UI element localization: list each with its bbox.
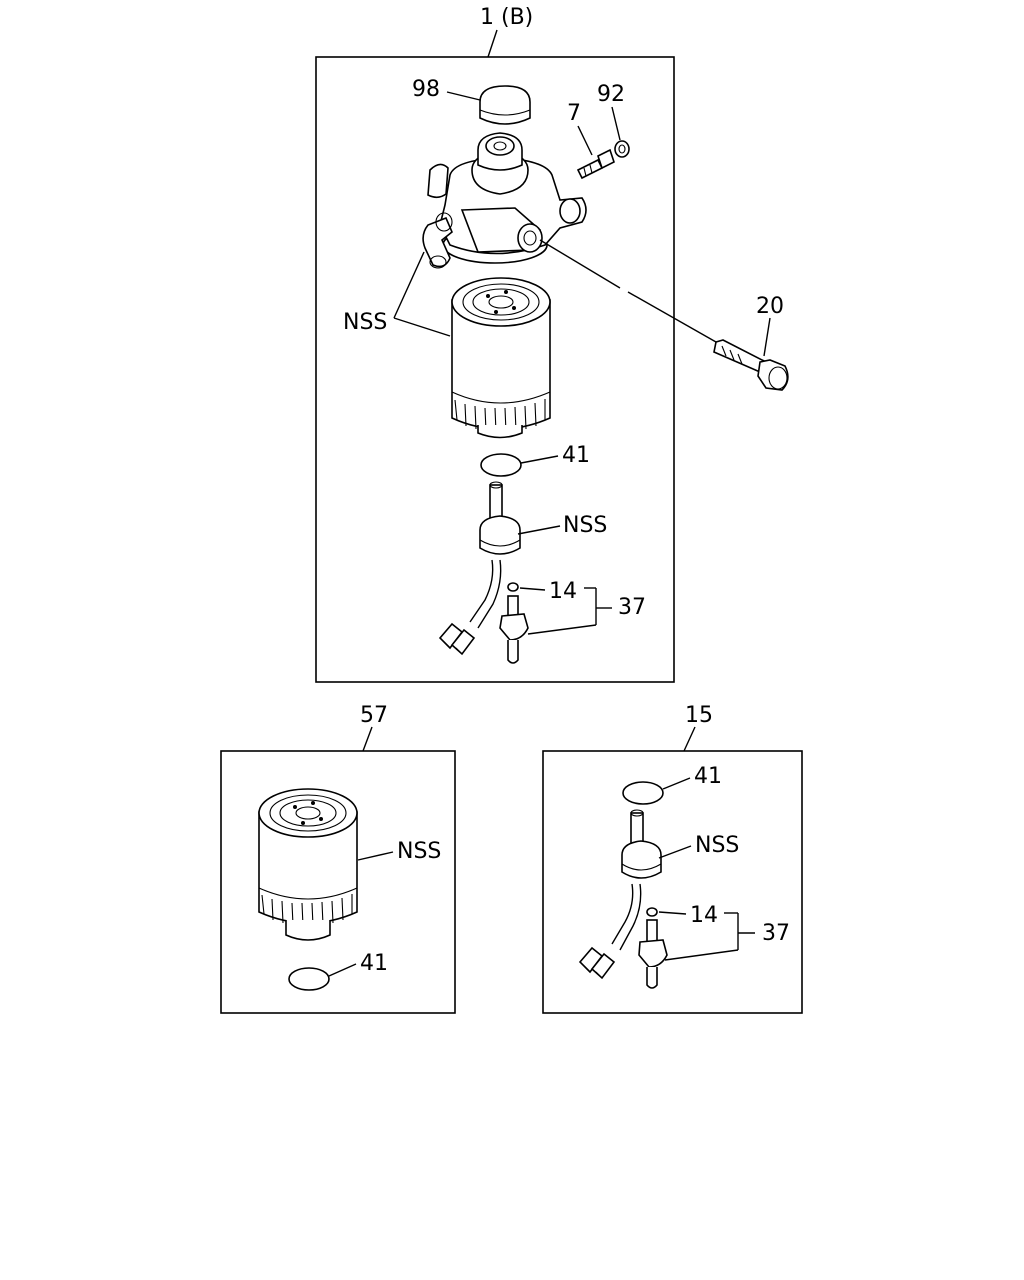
oring-sensor-kit-part [622,781,664,805]
fitting-washer-part [614,140,630,158]
oring-top-part [480,453,522,477]
sensor-probe-top-part [499,595,529,664]
callout-oring-kit: 41 [360,951,388,976]
water-sensor-kit-part [578,809,662,980]
kit-15: 15 41 NSS 14 37 [542,703,803,1014]
callout-oring-sensor-kit: 41 [694,764,722,789]
kit-57-frame [220,750,456,1014]
callout-nss-filter-kit: NSS [397,839,441,864]
filter-element-kit-part [258,788,358,941]
callout-nss-sensor-kit: NSS [695,833,739,858]
callout-kit-57: 57 [360,703,388,728]
water-sensor-top-part [438,481,521,656]
callout-nss-filter-top: NSS [343,310,387,335]
callout-assembly-1b: 1 (B) [480,5,533,30]
plug-part [479,85,531,125]
fitting-part [576,148,615,180]
seal-top-part [507,582,519,592]
oring-kit-part [288,967,330,991]
callout-plug: 98 [412,77,440,102]
callout-sensor-top: 37 [618,595,646,620]
callout-seal-sensor-kit: 14 [690,903,718,928]
callout-nss-sensor-top: NSS [563,513,607,538]
callout-fitting: 7 [567,101,581,126]
assembly-1b: 1 (B) 98 7 92 [315,5,789,683]
filter-head-part [422,132,587,269]
callout-seal-top: 14 [549,579,577,604]
kit-15-frame [542,750,803,1014]
seal-sensor-kit-part [646,907,658,917]
kit-57: 57 NSS 41 [220,703,456,1014]
filter-element-part [451,277,551,439]
callout-kit-15: 15 [685,703,713,728]
sensor-probe-kit-part [638,919,668,989]
bolt-part [713,339,789,391]
callout-oring-top: 41 [562,443,590,468]
callout-sensor-sensor-kit: 37 [762,921,790,946]
callout-fitting-washer: 92 [597,82,625,107]
assembly-1b-frame [315,56,675,683]
callout-bolt: 20 [756,294,784,319]
